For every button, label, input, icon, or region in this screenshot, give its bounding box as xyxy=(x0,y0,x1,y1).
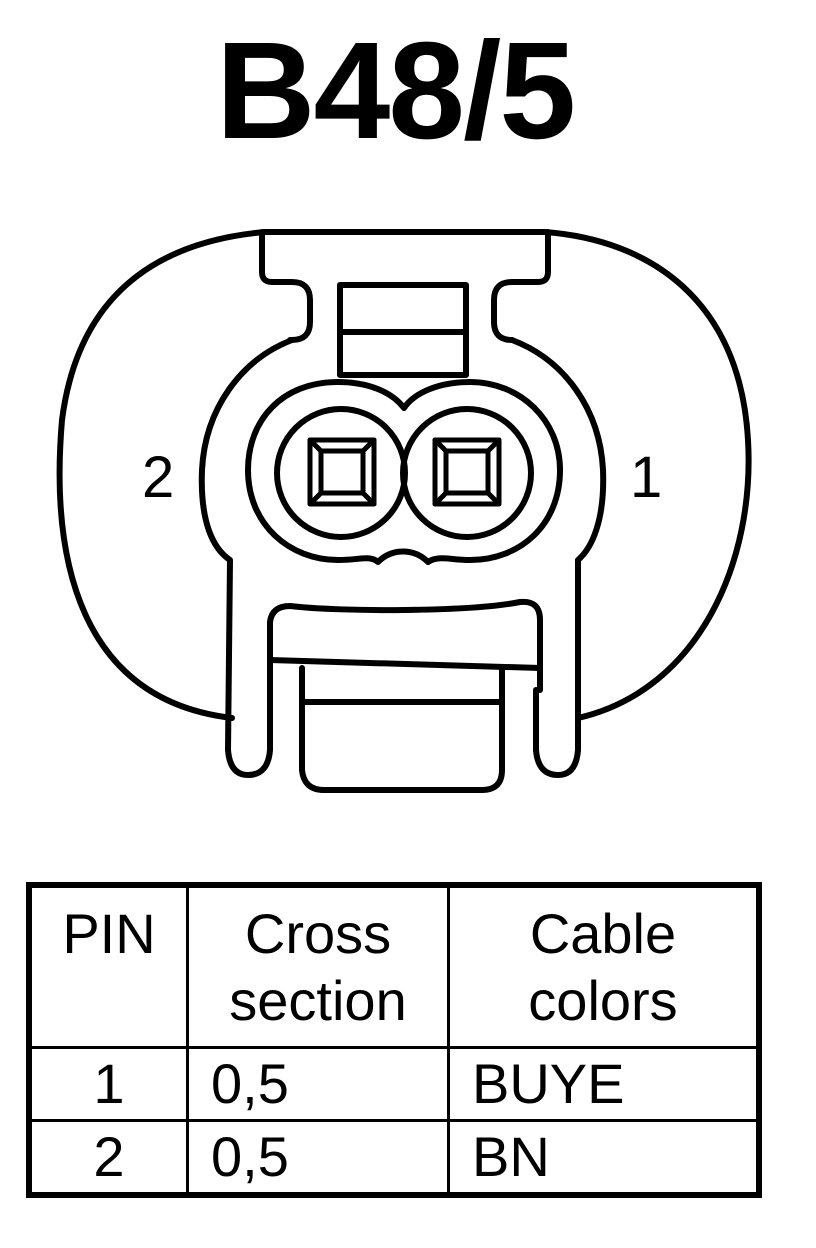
connector-drawing: 2 1 xyxy=(56,229,752,793)
lower-tab xyxy=(299,665,505,793)
inner-contour xyxy=(198,337,295,778)
header-cross-section: Cross section xyxy=(186,883,450,1049)
pin-2-terminal xyxy=(307,437,377,507)
connector-title: B48/5 xyxy=(215,14,576,168)
latch-tab xyxy=(259,229,313,343)
table-row: 1 0,5 BUYE xyxy=(27,1046,761,1122)
pin-table: PIN Cross section Cable colors 1 0,5 BUY… xyxy=(26,882,762,1198)
pin-1-ring xyxy=(400,406,534,540)
pin-2-ring xyxy=(274,406,408,540)
inner-contour-right xyxy=(509,337,607,778)
row-1-cable-color: BUYE xyxy=(447,1046,761,1122)
pin-1-terminal xyxy=(432,437,502,507)
row-2-cross-section: 0,5 xyxy=(186,1119,450,1197)
pin-cavity-outline xyxy=(245,379,563,565)
pin-1-label: 1 xyxy=(630,445,662,510)
row-2-cable-color: BN xyxy=(447,1119,761,1197)
table-row: 2 0,5 BN xyxy=(27,1119,761,1197)
header-pin: PIN xyxy=(27,883,189,1049)
latch-tab-right xyxy=(491,229,551,343)
row-1-cross-section: 0,5 xyxy=(186,1046,450,1122)
row-1-pin: 1 xyxy=(27,1046,189,1122)
header-cable-colors: Cable colors xyxy=(447,883,761,1049)
row-2-pin: 2 xyxy=(27,1119,189,1197)
pin-2-label: 2 xyxy=(142,445,174,510)
locking-lug xyxy=(267,598,543,693)
table-header-row: PIN Cross section Cable colors xyxy=(27,883,761,1049)
